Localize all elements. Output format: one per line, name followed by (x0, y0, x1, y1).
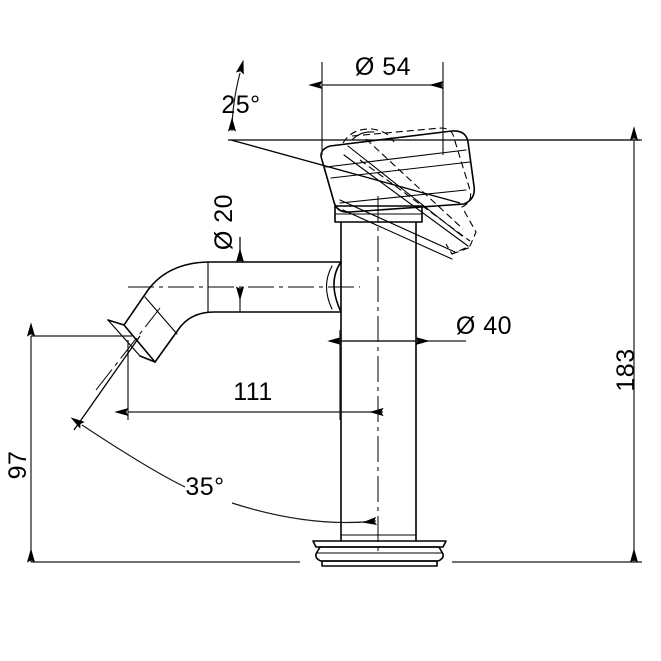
dim-label-len-97: 97 (4, 451, 32, 480)
dimension-angle-35: 35° (70, 335, 378, 525)
base-flange (312, 540, 447, 567)
dim-label-dia-54: Ø 54 (355, 53, 411, 81)
dimension-dia-20: Ø 20 (210, 194, 245, 312)
dim-label-len-111: 111 (233, 378, 273, 406)
dim-label-len-183: 183 (612, 348, 640, 391)
dim-label-dia-40: Ø 40 (456, 312, 512, 340)
dim-label-angle-25: 25° (221, 91, 260, 119)
spout (107, 261, 342, 363)
dimension-len-183: 183 (452, 126, 642, 563)
handle-lever (320, 127, 477, 260)
dim-label-angle-35: 35° (185, 473, 224, 501)
dim-label-dia-20: Ø 20 (210, 194, 238, 250)
dimension-len-111: 111 (114, 330, 384, 420)
dimension-dia-54: Ø 54 (308, 53, 444, 155)
faucet-geometry (95, 127, 477, 567)
dimension-dia-40: Ø 40 (327, 312, 512, 346)
dimension-len-97: 97 (4, 322, 300, 563)
